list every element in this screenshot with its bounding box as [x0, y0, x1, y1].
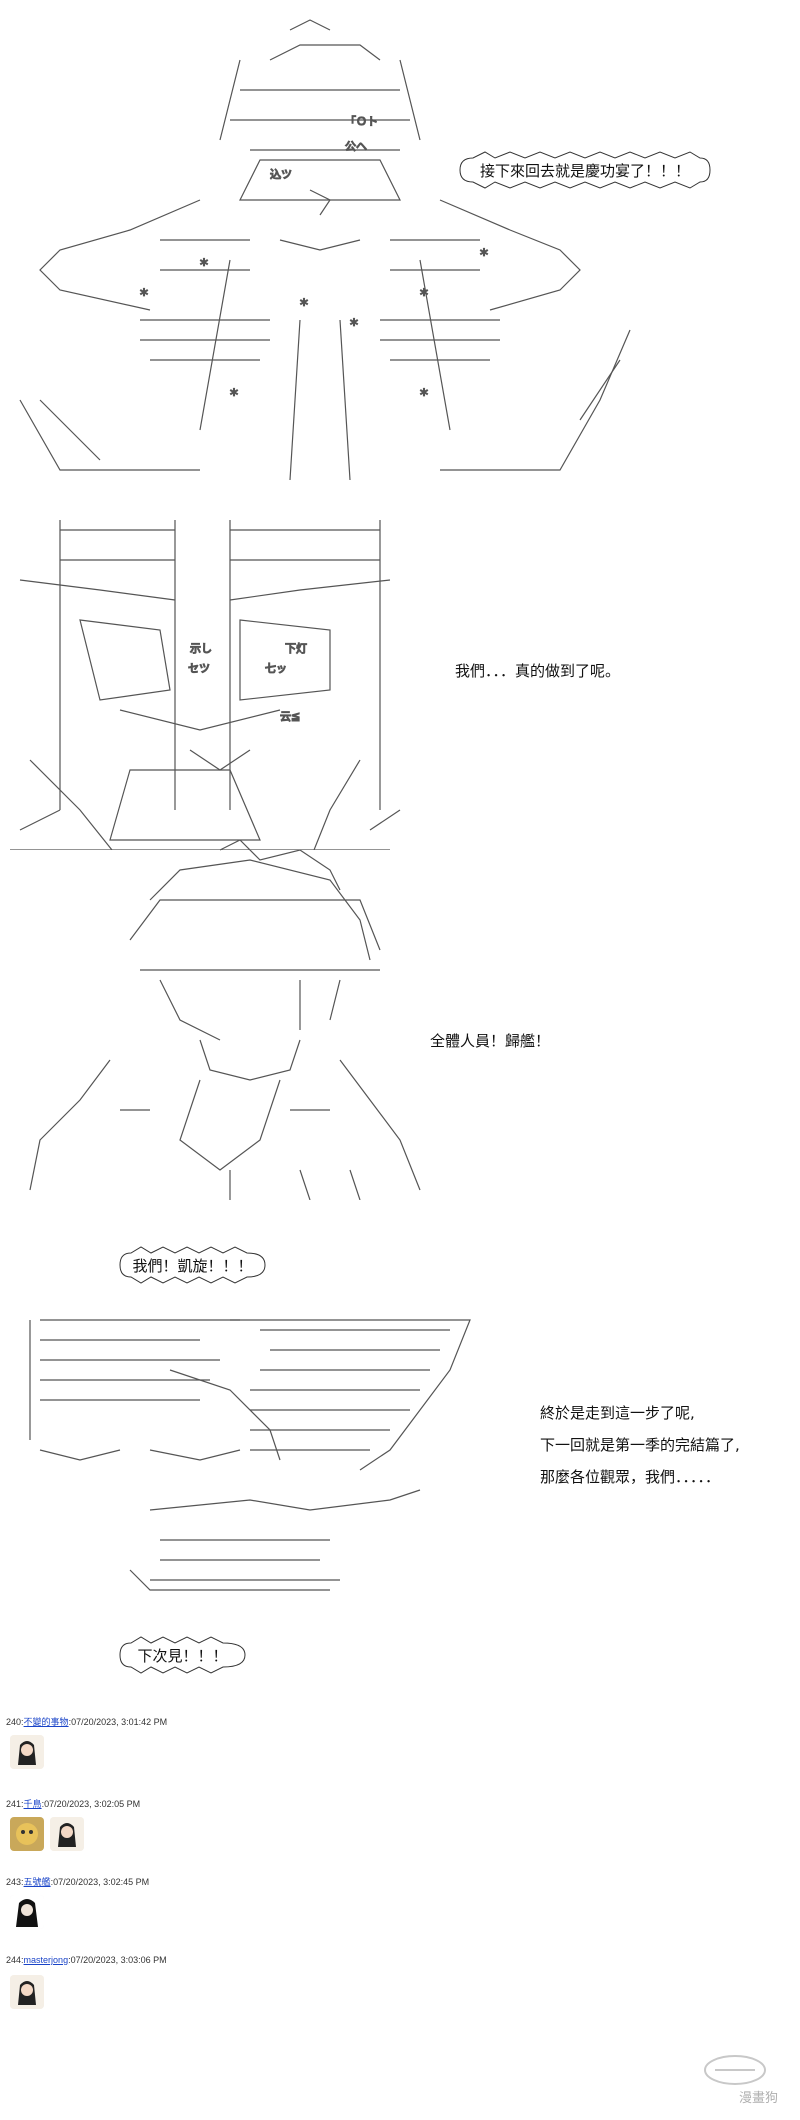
- comment-date: 07/20/2023, 3:03:06 PM: [70, 1955, 167, 1965]
- svg-text:示し: 示し: [190, 642, 212, 655]
- svg-text:云≦: 云≦: [280, 710, 300, 723]
- svg-text:*: *: [300, 295, 308, 314]
- comment-user-link[interactable]: masterjong: [23, 1955, 69, 1965]
- svg-text:*: *: [420, 285, 428, 304]
- svg-text:*: *: [420, 385, 428, 404]
- comment-meta: 240:不變的事物:07/20/2023, 3:01:42 PM: [6, 1717, 168, 1727]
- svg-text:込ツ: 込ツ: [270, 168, 292, 181]
- anime-girl-avatar: [10, 1735, 44, 1769]
- panel3-ascii-art: [29, 840, 421, 1200]
- comment-item: 243:五號艦:07/20/2023, 3:02:45 PM: [6, 1875, 706, 1929]
- comment-number: 240: [6, 1717, 22, 1727]
- panel4-ascii-art: [29, 1319, 471, 1591]
- svg-text:*: *: [140, 285, 148, 304]
- comment-meta: 244:masterjong:07/20/2023, 3:03:06 PM: [6, 1955, 167, 1965]
- comment-item: 240:不變的事物:07/20/2023, 3:01:42 PM: [6, 1715, 706, 1769]
- speech-bubble-see-you: 下次見！！！: [115, 1635, 250, 1675]
- anime-girl-avatar: [10, 1975, 44, 2009]
- comment-number: 243: [6, 1877, 22, 1887]
- emoji-avatar: [10, 1817, 44, 1851]
- dialogue-final-3: 那麼各位觀眾，我們．．．．．: [540, 1468, 721, 1486]
- site-logo-icon: [704, 2055, 766, 2085]
- dialogue-return: 全體人員！歸艦！: [430, 1032, 551, 1050]
- svg-text:*: *: [480, 245, 488, 264]
- panel2-ascii-art: 示し 下灯 セツ 七ッ 云≦: [10, 520, 401, 850]
- comment-user-link[interactable]: 不變的事物: [23, 1717, 69, 1727]
- bubble-text-see-you: 下次見！！！: [137, 1646, 228, 1665]
- svg-text:公ヘ: 公ヘ: [345, 140, 367, 153]
- dialogue-done-it: 我們．．．真的做到了呢。: [455, 662, 621, 680]
- comment-meta: 241:千鳥:07/20/2023, 3:02:05 PM: [6, 1799, 141, 1809]
- comment-date: 07/20/2023, 3:02:45 PM: [53, 1877, 150, 1887]
- watermark-text: 漫畫狗: [738, 2091, 778, 2106]
- panel1-ascii-art: * * * * * * * * 「Ｏト 公ヘ 込ツ: [19, 19, 631, 481]
- svg-text:*: *: [230, 385, 238, 404]
- comment-number: 241: [6, 1799, 22, 1809]
- svg-text:下灯: 下灯: [285, 642, 307, 655]
- svg-text:*: *: [350, 315, 358, 334]
- comment-item: 241:千鳥:07/20/2023, 3:02:05 PM: [6, 1797, 706, 1851]
- dark-hair-avatar: [10, 1895, 44, 1929]
- comment-date: 07/20/2023, 3:02:05 PM: [44, 1799, 141, 1809]
- comment-item: 244:masterjong:07/20/2023, 3:03:06 PM: [6, 1955, 706, 2009]
- speech-bubble-triumph: 我們！凱旋！！！: [115, 1245, 270, 1285]
- bubble-text-party: 接下來回去就是慶功宴了！！！: [479, 161, 690, 180]
- svg-text:「Ｏト: 「Ｏト: [345, 115, 378, 128]
- comment-number: 244: [6, 1955, 22, 1965]
- comment-meta: 243:五號艦:07/20/2023, 3:02:45 PM: [6, 1877, 150, 1887]
- dialogue-final-1: 終於是走到這一步了呢,: [540, 1404, 695, 1422]
- svg-text:七ッ: 七ッ: [265, 662, 287, 675]
- anime-girl-avatar: [50, 1817, 84, 1851]
- svg-text:セツ: セツ: [188, 662, 210, 675]
- dialogue-final-2: 下一回就是第一季的完結篇了,: [540, 1436, 740, 1454]
- comment-user-link[interactable]: 五號艦: [23, 1877, 51, 1887]
- speech-bubble-party: 接下來回去就是慶功宴了！！！: [455, 150, 715, 190]
- comment-user-link[interactable]: 千鳥: [23, 1799, 42, 1809]
- bubble-text-triumph: 我們！凱旋！！！: [132, 1256, 253, 1275]
- comment-date: 07/20/2023, 3:01:42 PM: [71, 1717, 168, 1727]
- svg-text:*: *: [200, 255, 208, 274]
